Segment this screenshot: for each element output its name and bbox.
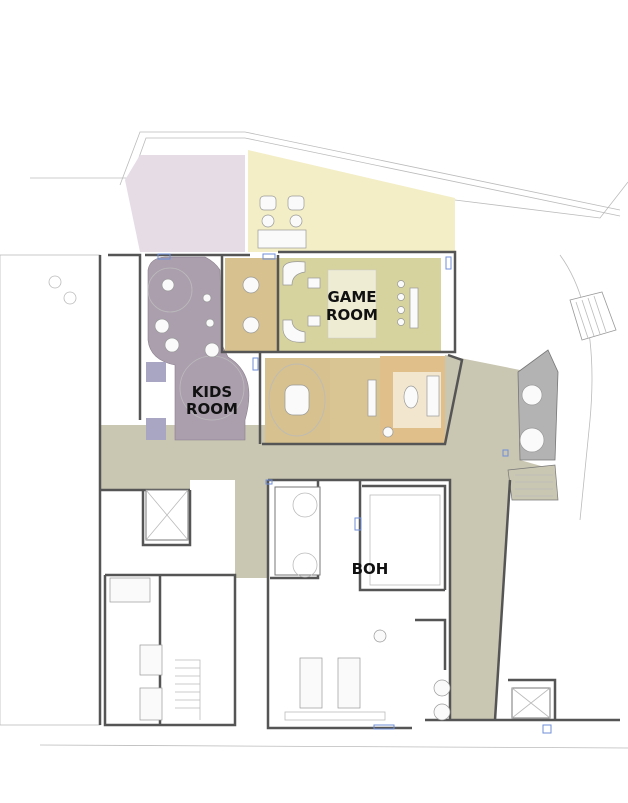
game-room-label-line1: GAME (327, 288, 376, 306)
dining-rug (268, 363, 326, 437)
walls (98, 250, 620, 730)
corridor (100, 425, 555, 720)
exterior-stair (569, 291, 617, 341)
restrooms-boh (274, 486, 321, 578)
windows (157, 253, 552, 734)
dining-table (284, 384, 310, 416)
game-table (327, 269, 377, 339)
kids-furniture (147, 267, 245, 421)
terrace-furniture (257, 195, 307, 249)
card-room (225, 258, 277, 352)
kids-room (147, 256, 250, 441)
game-furniture (282, 261, 419, 343)
sofa (426, 375, 440, 417)
card-tables (242, 276, 260, 334)
boh-office (369, 494, 441, 586)
boh-equipment (284, 629, 387, 721)
coffee-table (403, 385, 419, 409)
game-terrace (248, 150, 455, 252)
kids-terrace (125, 155, 245, 252)
kids-room-label-line1: KIDS (192, 383, 232, 401)
lounge-seat-east (433, 679, 451, 721)
east-stair (507, 464, 559, 501)
west-stair (109, 577, 201, 721)
boh-label: BOH (352, 560, 389, 578)
game-room-label-line2: ROOM (326, 306, 378, 324)
kids-alcove (146, 362, 166, 382)
console (367, 379, 377, 417)
kids-room-label-line2: ROOM (186, 400, 238, 418)
elevator-west-cross (145, 489, 189, 541)
kids-alcove (146, 418, 166, 440)
